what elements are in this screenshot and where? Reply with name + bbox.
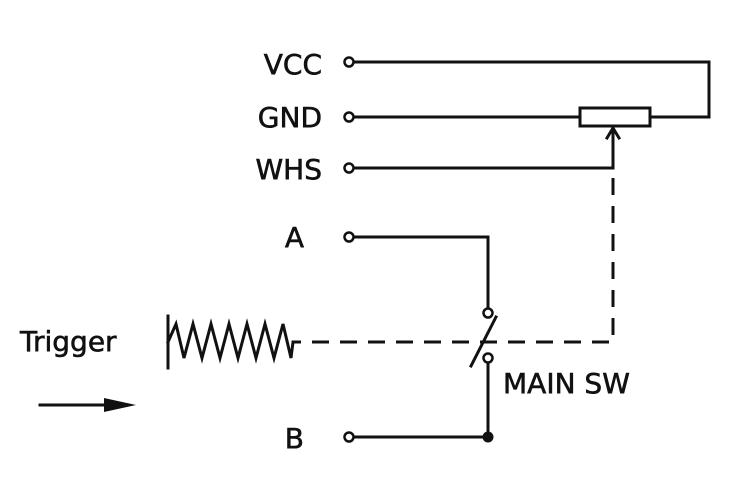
wire-a <box>352 235 490 310</box>
terminal-whs <box>343 162 355 174</box>
terminal-vcc <box>343 56 355 68</box>
potentiometer-icon <box>578 106 652 128</box>
junction-dot <box>482 431 494 443</box>
wire-vcc <box>352 60 711 119</box>
spring-icon <box>166 314 295 370</box>
label-main-switch: MAIN SW <box>503 367 630 400</box>
label-whs: WHS <box>255 153 322 186</box>
switch-contact-top <box>482 307 494 319</box>
arrow-right-icon <box>38 398 136 412</box>
switch-icon <box>468 307 499 369</box>
label-vcc: VCC <box>264 48 322 81</box>
terminal-a <box>343 231 355 243</box>
terminal-b <box>343 431 355 443</box>
wiper-arrow-icon <box>604 125 622 141</box>
switch-contact-bottom <box>482 352 494 364</box>
label-gnd: GND <box>258 101 322 134</box>
mechanical-linkage <box>293 178 615 344</box>
terminal-gnd <box>343 111 355 123</box>
wire-b <box>352 361 494 443</box>
label-trigger: Trigger <box>19 325 117 358</box>
label-a: A <box>285 221 304 254</box>
label-b: B <box>285 422 304 455</box>
wire-whs <box>352 128 615 170</box>
